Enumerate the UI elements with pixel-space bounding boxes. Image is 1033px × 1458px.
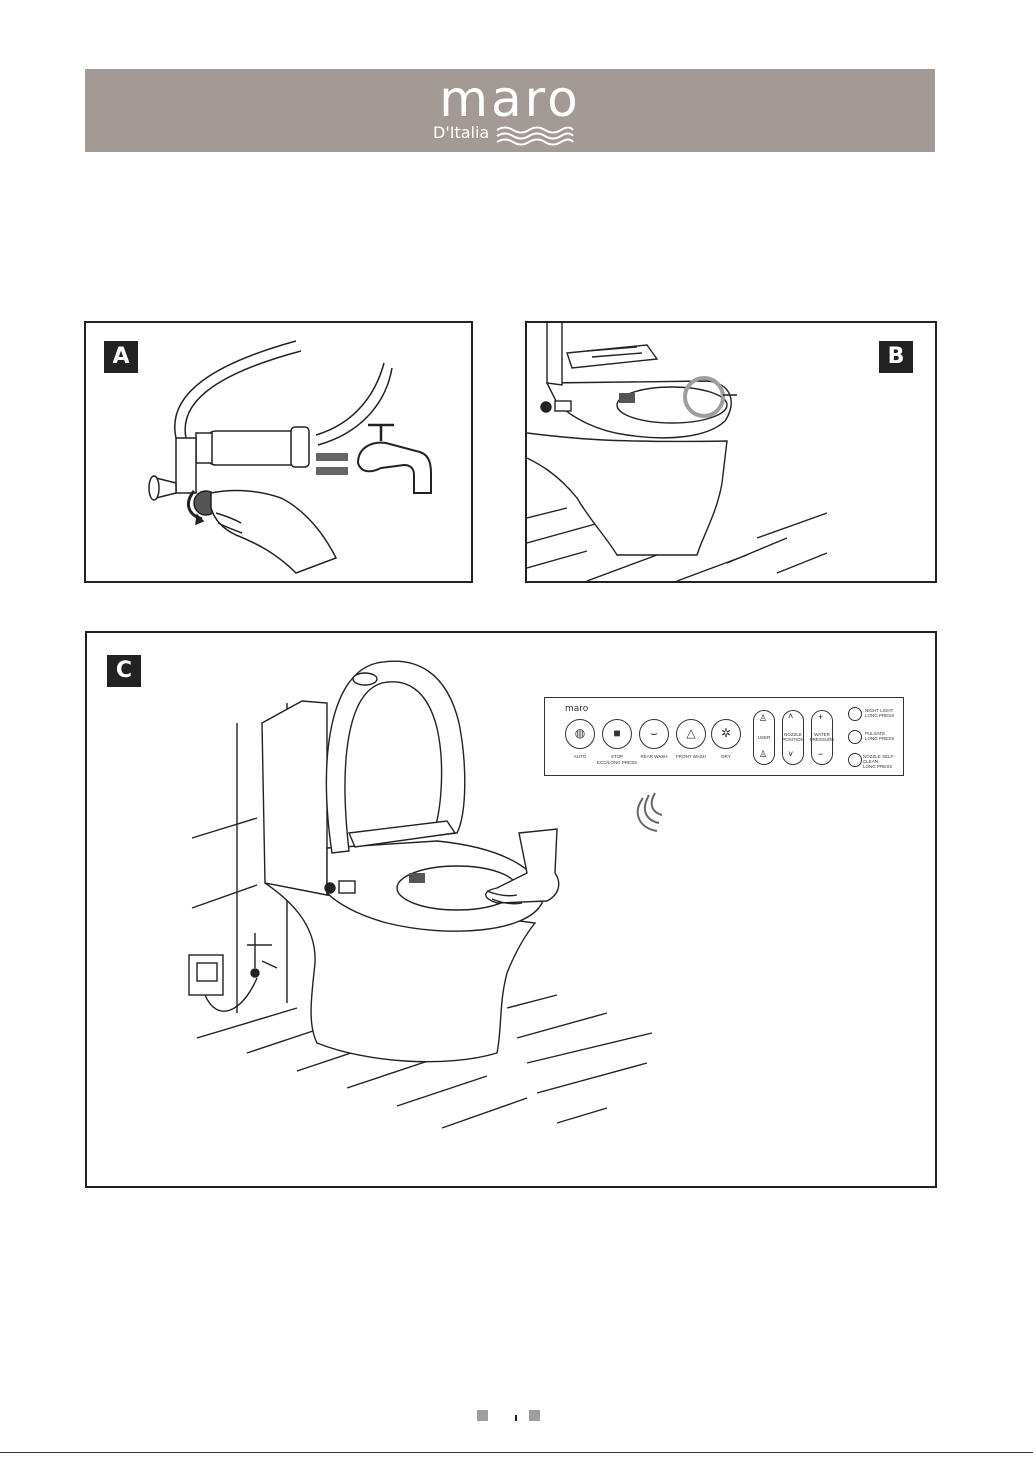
brand-logo: maro — [85, 71, 935, 127]
self-clean-icon[interactable] — [848, 753, 862, 767]
panel-c: C — [85, 631, 937, 1188]
plus-icon: + — [818, 712, 823, 722]
remote-brand: maro — [565, 704, 588, 714]
front-wash-icon: △ — [686, 726, 695, 740]
night-light-icon[interactable] — [848, 707, 862, 721]
rear-wash-button[interactable]: ⌣ — [639, 719, 669, 749]
footer-square-right — [529, 1410, 540, 1421]
spiral-icon: ◍ — [575, 726, 585, 740]
user-1-icon: ♙ — [759, 713, 767, 724]
fan-icon: ✲ — [721, 726, 731, 740]
pulsate-label: PULSATE LONG PRESS — [865, 731, 894, 741]
toilet-seat-nozzle-illustration — [527, 323, 935, 581]
chevron-up-icon: ˄ — [788, 711, 793, 721]
minus-icon: − — [818, 749, 823, 759]
stop-button[interactable]: ■ — [602, 719, 632, 749]
auto-button[interactable]: ◍ — [565, 719, 595, 749]
chevron-down-icon: ˅ — [788, 749, 793, 759]
waves-icon — [495, 125, 575, 149]
panel-a: A — [84, 321, 473, 583]
brand-subtitle: D'Italia — [433, 123, 489, 142]
dry-button[interactable]: ✲ — [711, 719, 741, 749]
stop-icon: ■ — [613, 726, 620, 740]
self-clean-label: NOZZLE SELF-CLEAN LONG PRESS — [863, 754, 903, 769]
front-wash-button[interactable]: △ — [676, 719, 706, 749]
dry-label: DRY — [698, 754, 754, 760]
night-light-label: NIGHT LIGHT LONG PRESS — [865, 708, 894, 718]
footer-rule — [0, 1452, 1033, 1453]
rear-wash-icon: ⌣ — [650, 726, 658, 740]
brand-header: maro D'Italia — [85, 69, 935, 152]
pulsate-icon[interactable] — [848, 730, 862, 744]
remote-control: maro ◍ AUTO ■ STOP ECO/LONG PRESS ⌣ REAR… — [544, 697, 904, 776]
panel-b: B — [525, 321, 937, 583]
user-2-icon: ♙ — [759, 749, 767, 760]
pressure-label: WATER PRESSURE — [802, 732, 842, 742]
footer-mark — [515, 1415, 517, 1421]
valve-filter-illustration — [86, 323, 471, 581]
footer-square-left — [477, 1410, 488, 1421]
